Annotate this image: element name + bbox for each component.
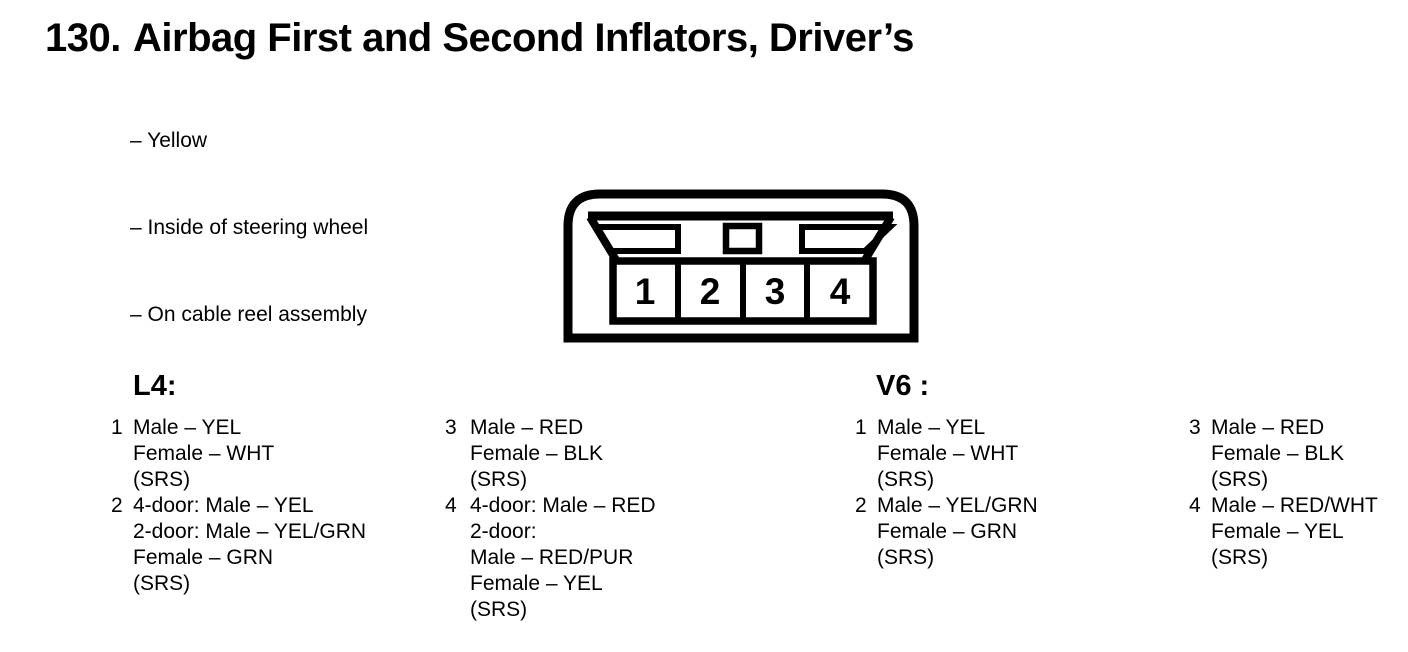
connector-right-slot <box>799 224 898 254</box>
pin-line: (SRS) <box>877 546 935 569</box>
pin-list-l4-left: 1 Male – YEL Female – WHT (SRS) 2 4-door: Mal… <box>111 415 366 597</box>
pin-wire-colors: Male – YEL Female – WHT (SRS) <box>877 415 1018 493</box>
pin-line: Male – YEL <box>877 416 986 439</box>
pin-wire-colors: 4-door: Male – RED 2-door: Male – RED/PUR F… <box>470 493 656 623</box>
pin-wire-colors: Male – YEL/GRN Female – GRN (SRS) <box>877 493 1038 571</box>
pin-line: Female – GRN <box>877 520 1018 543</box>
pin-entry: 4 4-door: Male – RED 2-door: Male – RED/PUR… <box>445 493 656 623</box>
pin-line: (SRS) <box>1211 468 1269 491</box>
group-header-l4: L4: <box>133 370 177 402</box>
pin-number: 1 <box>111 416 123 439</box>
pin-number: 1 <box>855 416 867 439</box>
pin-line: Female – YEL <box>470 572 603 595</box>
pin-entry: 4 Male – RED/WHT Female – YEL (SRS) <box>1189 493 1378 571</box>
pin-line: Male – YEL <box>133 416 242 439</box>
pin-entry: 1 Male – YEL Female – WHT (SRS) <box>111 415 366 493</box>
pin-number: 3 <box>1189 416 1201 439</box>
pin-line: (SRS) <box>470 598 528 621</box>
pin-number: 4 <box>1189 494 1201 517</box>
pin-number: 4 <box>445 494 457 517</box>
pin-wire-colors: 4-door: Male – YEL 2-door: Male – YEL/GRN… <box>133 493 366 597</box>
pin-line: Male – YEL/GRN <box>877 494 1038 517</box>
pin-line: Female – BLK <box>1211 442 1345 465</box>
connector-diagram: 1 2 3 4 <box>563 189 919 343</box>
note-line: – On cable reel assembly <box>130 303 367 326</box>
section-title-text: Airbag First and Second Inflators, Drive… <box>133 16 914 60</box>
pin-wire-colors: Male – YEL Female – WHT (SRS) <box>133 415 274 493</box>
pin-number: 2 <box>111 494 123 517</box>
pin-line: Male – RED <box>470 416 584 439</box>
cavity-number-3: 3 <box>765 271 786 312</box>
cavity-number-4: 4 <box>830 271 851 312</box>
connector-lock-tab <box>722 222 763 255</box>
cavity-number-1: 1 <box>635 271 656 312</box>
pin-number: 3 <box>445 416 457 439</box>
pin-line: Female – GRN <box>133 546 274 569</box>
pin-line: 2-door: Male – YEL/GRN <box>133 520 367 543</box>
pin-line: Male – RED <box>1211 416 1325 439</box>
pin-list-v6-right: 3 Male – RED Female – BLK (SRS) 4 Male – RED/… <box>1189 415 1378 571</box>
location-notes: – Yellow – Inside of steering wheel – On… <box>130 68 368 358</box>
pin-line: Female – WHT <box>877 442 1019 465</box>
pin-line: (SRS) <box>133 468 191 491</box>
pin-list-v6-left: 1 Male – YEL Female – WHT (SRS) 2 Male – YEL/… <box>855 415 1038 571</box>
pin-entry: 1 Male – YEL Female – WHT (SRS) <box>855 415 1038 493</box>
pin-entry: 3 Male – RED Female – BLK (SRS) <box>445 415 656 493</box>
pin-entry: 2 4-door: Male – YEL 2-door: Male – YEL/GR… <box>111 493 366 597</box>
pin-wire-colors: Male – RED/WHT Female – YEL (SRS) <box>1211 493 1378 571</box>
pin-list-l4-right: 3 Male – RED Female – BLK (SRS) 4 4-door: Mal… <box>445 415 656 623</box>
pin-line: 2-door: <box>470 520 537 543</box>
pin-line: (SRS) <box>470 468 528 491</box>
pin-entry: 3 Male – RED Female – BLK (SRS) <box>1189 415 1378 493</box>
pin-wire-colors: Male – RED Female – BLK (SRS) <box>470 415 603 493</box>
pin-line: Female – BLK <box>470 442 604 465</box>
pin-line: (SRS) <box>877 468 935 491</box>
group-header-v6: V6 : <box>876 370 930 402</box>
cavity-number-2: 2 <box>700 271 721 312</box>
pin-number: 2 <box>855 494 867 517</box>
pin-line: (SRS) <box>1211 546 1269 569</box>
section-heading: 130. Airbag First and Second Inflators, … <box>45 18 914 58</box>
note-line: – Yellow <box>130 129 208 152</box>
pin-line: Female – WHT <box>133 442 275 465</box>
pin-line: 4-door: Male – RED <box>470 494 656 517</box>
pin-line: Female – YEL <box>1211 520 1344 543</box>
pin-line: 4-door: Male – YEL <box>133 494 314 517</box>
pin-wire-colors: Male – RED Female – BLK (SRS) <box>1211 415 1344 493</box>
pin-line: (SRS) <box>133 572 191 595</box>
pin-entry: 2 Male – YEL/GRN Female – GRN (SRS) <box>855 493 1038 571</box>
note-line: – Inside of steering wheel <box>130 216 369 239</box>
pin-line: Male – RED/WHT <box>1211 494 1378 517</box>
pin-line: Male – RED/PUR <box>470 546 634 569</box>
connector-left-slot <box>589 224 681 254</box>
section-number: 130. <box>45 16 121 60</box>
